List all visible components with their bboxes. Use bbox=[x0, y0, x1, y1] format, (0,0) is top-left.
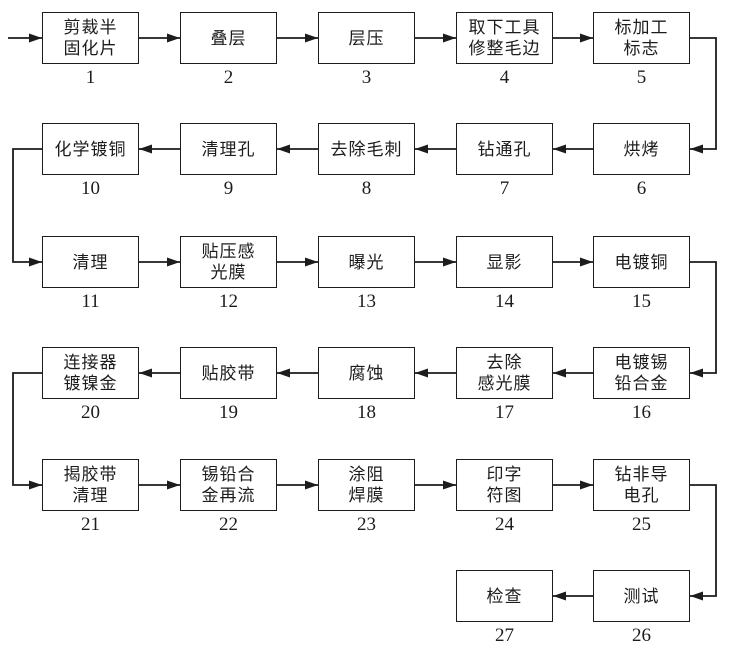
flow-step-label: 化学镀铜 bbox=[54, 139, 127, 159]
flow-arrow bbox=[12, 372, 42, 490]
flow-step-number: 19 bbox=[219, 402, 238, 423]
flow-step-6: 烘烤 bbox=[593, 123, 690, 175]
flow-step-label: 剪裁半 bbox=[63, 18, 118, 37]
flow-step-2: 叠层 bbox=[180, 12, 277, 64]
flow-step-26: 测试 bbox=[593, 570, 690, 622]
flow-step-18: 腐蚀 bbox=[318, 347, 415, 399]
flow-step-number: 23 bbox=[357, 514, 376, 535]
flow-step-number: 10 bbox=[81, 178, 100, 199]
flow-step-label: 清理 bbox=[72, 486, 109, 505]
flow-step-label: 测试 bbox=[623, 586, 660, 606]
flow-step-label: 曝光 bbox=[348, 252, 385, 272]
flow-step-number: 2 bbox=[223, 67, 234, 88]
flow-step-label: 镀镍金 bbox=[63, 374, 118, 393]
flow-step-25: 钻非导电孔 bbox=[593, 459, 690, 511]
flow-step-label: 锡铅合 bbox=[201, 465, 256, 484]
flow-step-label: 感光膜 bbox=[477, 374, 532, 393]
flow-step-number: 20 bbox=[81, 402, 100, 423]
flow-step-17: 去除感光膜 bbox=[456, 347, 553, 399]
flow-step-label: 取下工具 bbox=[468, 18, 541, 37]
flow-step-number: 17 bbox=[495, 402, 514, 423]
flow-step-label: 涂阻 bbox=[348, 465, 385, 484]
flow-step-label: 贴胶带 bbox=[201, 363, 256, 383]
flow-step-label: 贴压感 bbox=[201, 242, 256, 261]
flow-step-12: 贴压感光膜 bbox=[180, 236, 277, 288]
flow-step-number: 24 bbox=[495, 514, 514, 535]
flow-step-number: 18 bbox=[357, 402, 376, 423]
flow-step-11: 清理 bbox=[42, 236, 139, 288]
flow-step-label: 电镀铜 bbox=[614, 252, 669, 272]
flow-step-1: 剪裁半固化片 bbox=[42, 12, 139, 64]
flow-step-number: 15 bbox=[632, 291, 651, 312]
flow-arrow bbox=[690, 261, 717, 378]
flow-step-label: 烘烤 bbox=[623, 139, 660, 159]
flow-step-number: 9 bbox=[223, 178, 234, 199]
flow-step-number: 5 bbox=[636, 67, 647, 88]
flow-step-16: 电镀锡铅合金 bbox=[593, 347, 690, 399]
flow-step-10: 化学镀铜 bbox=[42, 123, 139, 175]
flow-step-number: 7 bbox=[499, 178, 510, 199]
flow-step-7: 钻通孔 bbox=[456, 123, 553, 175]
flow-step-number: 6 bbox=[636, 178, 647, 199]
flow-step-label: 电镀锡 bbox=[614, 353, 669, 372]
flow-step-label: 层压 bbox=[348, 28, 385, 48]
flow-step-24: 印字符图 bbox=[456, 459, 553, 511]
flow-step-27: 检查 bbox=[456, 570, 553, 622]
flow-step-label: 固化片 bbox=[63, 39, 118, 58]
flow-step-label: 标志 bbox=[623, 39, 660, 58]
flow-step-label: 揭胶带 bbox=[63, 465, 118, 484]
flow-step-label: 金再流 bbox=[201, 486, 256, 505]
flow-step-20: 连接器镀镍金 bbox=[42, 347, 139, 399]
flow-step-label: 清理 bbox=[72, 252, 109, 272]
flow-step-8: 去除毛刺 bbox=[318, 123, 415, 175]
flow-step-label: 钻通孔 bbox=[477, 139, 532, 159]
flow-step-22: 锡铅合金再流 bbox=[180, 459, 277, 511]
flow-step-9: 清理孔 bbox=[180, 123, 277, 175]
flow-arrow bbox=[12, 148, 42, 267]
flow-step-label: 焊膜 bbox=[348, 486, 385, 505]
flow-step-label: 去除毛刺 bbox=[330, 139, 403, 159]
flow-step-label: 光膜 bbox=[210, 263, 247, 282]
flow-step-label: 去除 bbox=[486, 353, 523, 372]
flow-step-number: 21 bbox=[81, 514, 100, 535]
flow-step-4: 取下工具修整毛边 bbox=[456, 12, 553, 64]
flow-step-23: 涂阻焊膜 bbox=[318, 459, 415, 511]
flow-step-label: 修整毛边 bbox=[468, 39, 541, 58]
flow-step-number: 11 bbox=[81, 291, 100, 312]
flow-step-number: 13 bbox=[357, 291, 376, 312]
flow-step-label: 显影 bbox=[486, 252, 523, 272]
flow-step-label: 检查 bbox=[486, 586, 523, 606]
flow-arrow bbox=[690, 37, 717, 154]
flow-step-number: 25 bbox=[632, 514, 651, 535]
flow-step-number: 14 bbox=[495, 291, 514, 312]
flow-step-number: 27 bbox=[495, 625, 514, 646]
flow-step-label: 腐蚀 bbox=[348, 363, 385, 383]
flow-step-15: 电镀铜 bbox=[593, 236, 690, 288]
flow-step-label: 铅合金 bbox=[614, 374, 669, 393]
flow-step-label: 印字 bbox=[486, 465, 523, 484]
flow-step-number: 16 bbox=[632, 402, 651, 423]
flow-step-3: 层压 bbox=[318, 12, 415, 64]
flow-step-label: 标加工 bbox=[614, 18, 669, 37]
flow-step-5: 标加工标志 bbox=[593, 12, 690, 64]
flow-step-label: 电孔 bbox=[623, 486, 660, 505]
flow-step-label: 清理孔 bbox=[201, 139, 256, 159]
flow-step-label: 钻非导 bbox=[614, 465, 669, 484]
flow-step-number: 8 bbox=[361, 178, 372, 199]
flow-step-label: 连接器 bbox=[63, 353, 118, 372]
flow-arrow bbox=[690, 484, 717, 601]
flow-step-number: 1 bbox=[85, 67, 96, 88]
flow-step-13: 曝光 bbox=[318, 236, 415, 288]
flow-step-19: 贴胶带 bbox=[180, 347, 277, 399]
flow-step-21: 揭胶带清理 bbox=[42, 459, 139, 511]
flow-step-number: 12 bbox=[219, 291, 238, 312]
flow-step-number: 26 bbox=[632, 625, 651, 646]
flow-step-label: 符图 bbox=[486, 486, 523, 505]
flow-step-14: 显影 bbox=[456, 236, 553, 288]
flow-step-number: 4 bbox=[499, 67, 510, 88]
flow-step-number: 22 bbox=[219, 514, 238, 535]
flow-step-label: 叠层 bbox=[210, 28, 247, 48]
flow-step-number: 3 bbox=[361, 67, 372, 88]
